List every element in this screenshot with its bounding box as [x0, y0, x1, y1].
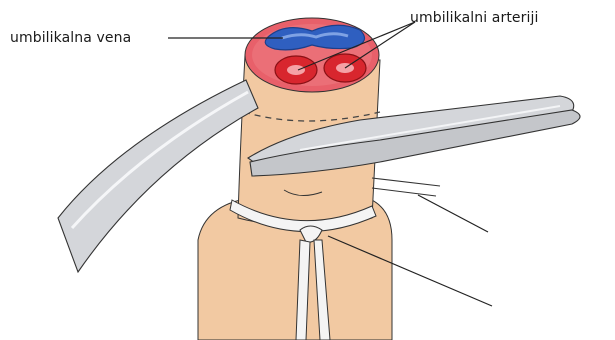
tie-strand-extra [372, 178, 440, 196]
leader-line-forceps [418, 195, 488, 232]
umbilical-artery-left-lumen [287, 65, 305, 75]
label-umbilical-vein: umbilikalna vena [10, 30, 131, 46]
label-umbilical-arteries: umbilikalni arteriji [410, 10, 538, 26]
